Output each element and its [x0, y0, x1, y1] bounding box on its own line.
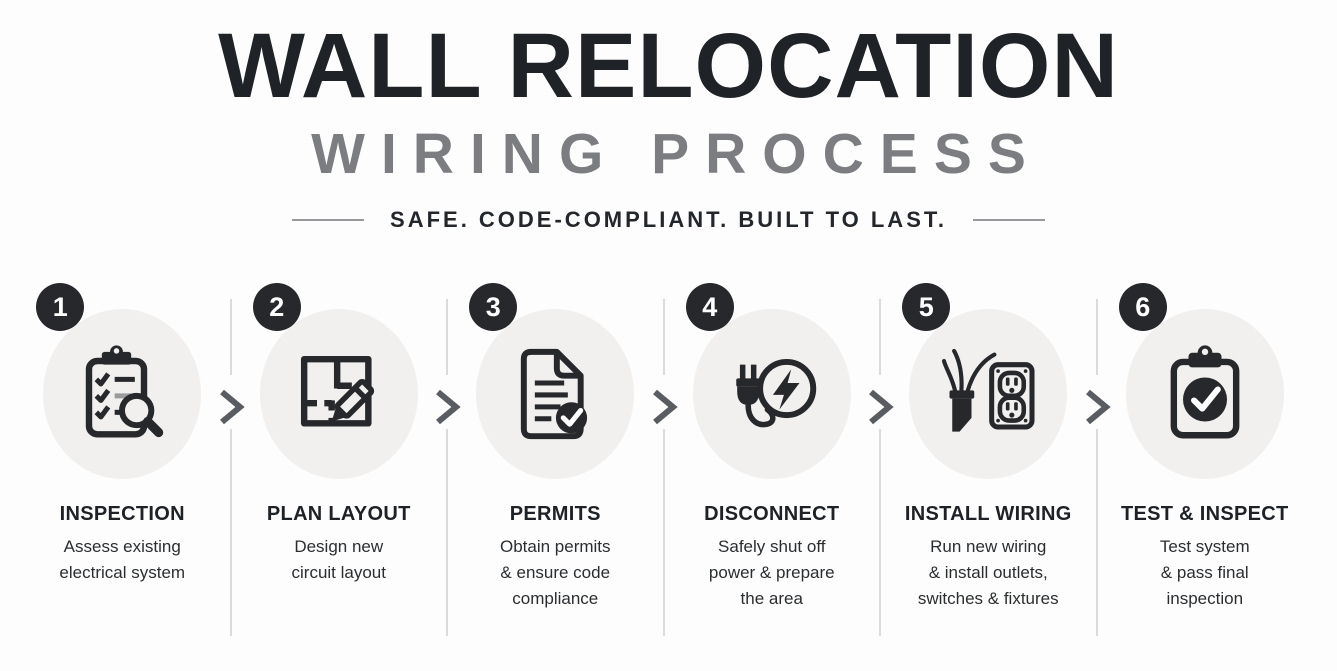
step-title: PLAN LAYOUT: [266, 503, 411, 525]
tagline-row: SAFE. CODE-COMPLIANT. BUILT TO LAST.: [0, 207, 1337, 233]
clipboard-check-icon: [1170, 345, 1240, 439]
step-install-wiring: 5: [880, 279, 1097, 612]
step-inspection: 1 INSPECTION Assess exis: [14, 279, 231, 612]
divider-line: [879, 429, 881, 636]
step-disconnect: 4 DISCONNECT Safely shut off power & pre…: [664, 279, 881, 612]
divider-line: [1095, 429, 1098, 636]
header: WALL RELOCATION WIRING PROCESS SAFE. COD…: [0, 0, 1337, 233]
step-test-inspect: 6 TEST & INSPECT Test system & pass fina…: [1097, 279, 1314, 612]
tagline-rule-left: [292, 219, 365, 221]
step-title: INSTALL WIRING: [904, 503, 1072, 525]
step-title: INSPECTION: [59, 503, 185, 525]
step-description: Assess existing electrical system: [59, 537, 186, 582]
floorplan-pencil-icon: [300, 355, 374, 427]
tagline-rule-right: [972, 219, 1045, 221]
divider-line: [229, 299, 232, 375]
step-number-badge: 1: [36, 283, 85, 331]
step-number-badge: 5: [902, 283, 951, 331]
icon-bubble: [909, 309, 1068, 479]
icon-bubble: [259, 309, 418, 479]
plug-lightning-icon: [736, 358, 816, 428]
chevron-right-icon: [869, 389, 894, 425]
chevron-right-icon: [219, 389, 245, 425]
step-description: Run new wiring & install outlets, switch…: [917, 537, 1059, 608]
step-number-badge: 3: [469, 283, 518, 331]
step-number-badge: 2: [252, 283, 301, 331]
icon-bubble: [43, 309, 202, 479]
step-description: Obtain permits & ensure code compliance: [499, 537, 611, 608]
divider-line: [446, 429, 448, 636]
process-steps: 1 INSPECTION Assess exis: [0, 279, 1337, 636]
divider-line: [229, 429, 232, 636]
step-title: DISCONNECT: [704, 503, 840, 525]
tagline: SAFE. CODE-COMPLIANT. BUILT TO LAST.: [390, 207, 947, 232]
step-title: TEST & INSPECT: [1120, 503, 1289, 525]
step-title: PERMITS: [509, 503, 601, 525]
chevron-right-icon: [652, 389, 678, 425]
cable-outlet-icon: [942, 348, 1035, 432]
divider-line: [446, 299, 448, 375]
chevron-right-icon: [436, 389, 461, 425]
main-title: WALL RELOCATION: [218, 15, 1119, 117]
step-number-badge: 6: [1118, 283, 1167, 331]
icon-bubble: [1125, 309, 1284, 479]
step-number-badge: 4: [685, 283, 734, 331]
divider-line: [662, 429, 665, 636]
step-description: Design new circuit layout: [291, 537, 386, 582]
document-check-icon: [521, 348, 588, 440]
step-permits: 3 PERMITS Obtain permits & ensure code c…: [447, 279, 664, 612]
divider-line: [1095, 299, 1098, 375]
divider-line: [662, 299, 665, 375]
step-description: Test system & pass final inspection: [1159, 537, 1250, 608]
subtitle: WIRING PROCESS: [311, 122, 1042, 186]
clipboard-checklist-magnifier-icon: [86, 345, 164, 438]
icon-bubble: [692, 309, 851, 479]
step-plan-layout: 2 PLAN LAYOUT Design new circuit layout: [231, 279, 448, 612]
chevron-right-icon: [1085, 389, 1111, 425]
icon-bubble: [476, 309, 635, 479]
divider-line: [879, 299, 881, 375]
step-description: Safely shut off power & prepare the area: [708, 537, 835, 608]
